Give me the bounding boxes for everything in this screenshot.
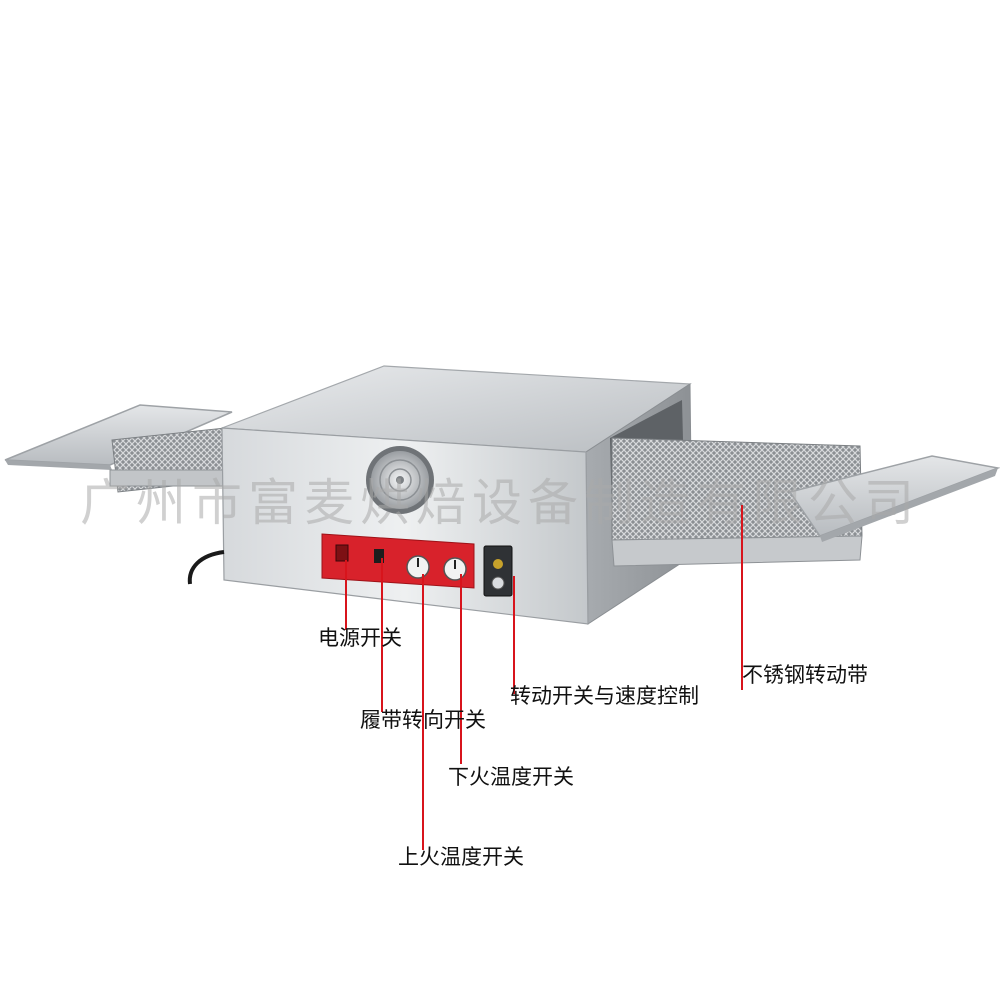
belt-direction-switch[interactable] <box>374 549 384 563</box>
left-loading-tray <box>4 404 233 470</box>
right-loading-tray <box>788 455 1000 542</box>
label-belt-direction-switch: 履带转向开关 <box>360 708 486 732</box>
pointer-lines <box>345 505 743 850</box>
speed-control-box[interactable] <box>483 545 513 597</box>
company-watermark: 广州市富麦烘焙设备制造有限公司 <box>80 474 920 532</box>
label-rotation-speed-control: 转动开关与速度控制 <box>510 684 699 708</box>
red-control-panel <box>321 533 475 589</box>
label-bottom-heat-switch: 下火温度开关 <box>448 765 574 789</box>
label-power-switch: 电源开关 <box>318 626 402 650</box>
label-top-heat-switch: 上火温度开关 <box>398 845 524 869</box>
right-conveyor-belt <box>611 437 863 567</box>
power-cord <box>187 550 225 585</box>
cooling-fan <box>366 446 434 514</box>
label-stainless-belt: 不锈钢转动带 <box>742 663 868 687</box>
power-switch[interactable] <box>335 544 349 562</box>
